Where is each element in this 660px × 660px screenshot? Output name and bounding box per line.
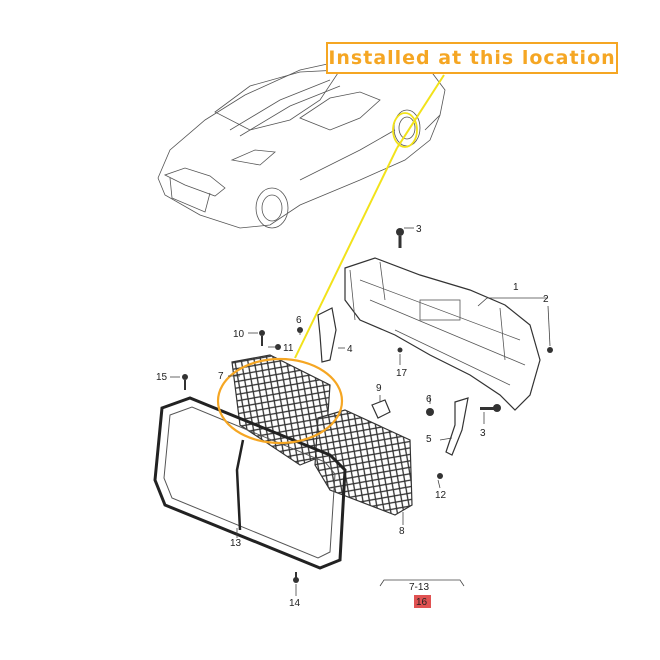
part-label-13: 13 [230, 538, 242, 549]
location-pointer-line-lower [294, 147, 398, 359]
part-label-3-top: 3 [416, 224, 422, 235]
part-label-1: 1 [513, 282, 519, 293]
part-label-9: 9 [376, 383, 382, 394]
part-label-15: 15 [156, 372, 168, 383]
part-label-2: 2 [543, 294, 549, 305]
part-label-4: 4 [347, 344, 353, 355]
location-pointer-line [396, 74, 445, 149]
installed-location-callout: Installed at this location [326, 42, 618, 74]
part-label-5: 5 [426, 434, 432, 445]
reference-page-label: 16 [416, 597, 428, 608]
part-label-6-right: 6 [426, 394, 432, 405]
installed-location-callout-text: Installed at this location [328, 47, 616, 69]
part-label-17: 17 [396, 368, 408, 379]
leader-lines [170, 227, 551, 596]
mesh-insert-right [314, 409, 413, 516]
grille-frame [153, 396, 347, 570]
part-label-12: 12 [435, 490, 447, 501]
side-bracket [445, 397, 469, 456]
fasteners [182, 228, 553, 583]
part-label-7: 7 [218, 371, 224, 382]
clip-9 [371, 399, 391, 419]
carrier-bracket [344, 257, 541, 411]
part-label-3-right: 3 [480, 428, 486, 439]
wheel-highlight-ring [392, 112, 418, 148]
part-label-14: 14 [289, 598, 301, 609]
car-illustration [157, 54, 446, 229]
reference-page-badge [414, 595, 431, 608]
part-label-6-left: 6 [296, 315, 302, 326]
part-label-10: 10 [233, 329, 245, 340]
location-highlight-ellipse [216, 357, 344, 445]
part-label-8: 8 [399, 526, 405, 537]
reference-range-label: 7-13 [409, 582, 429, 593]
part-label-11: 11 [283, 343, 294, 354]
upper-bracket [317, 307, 337, 363]
